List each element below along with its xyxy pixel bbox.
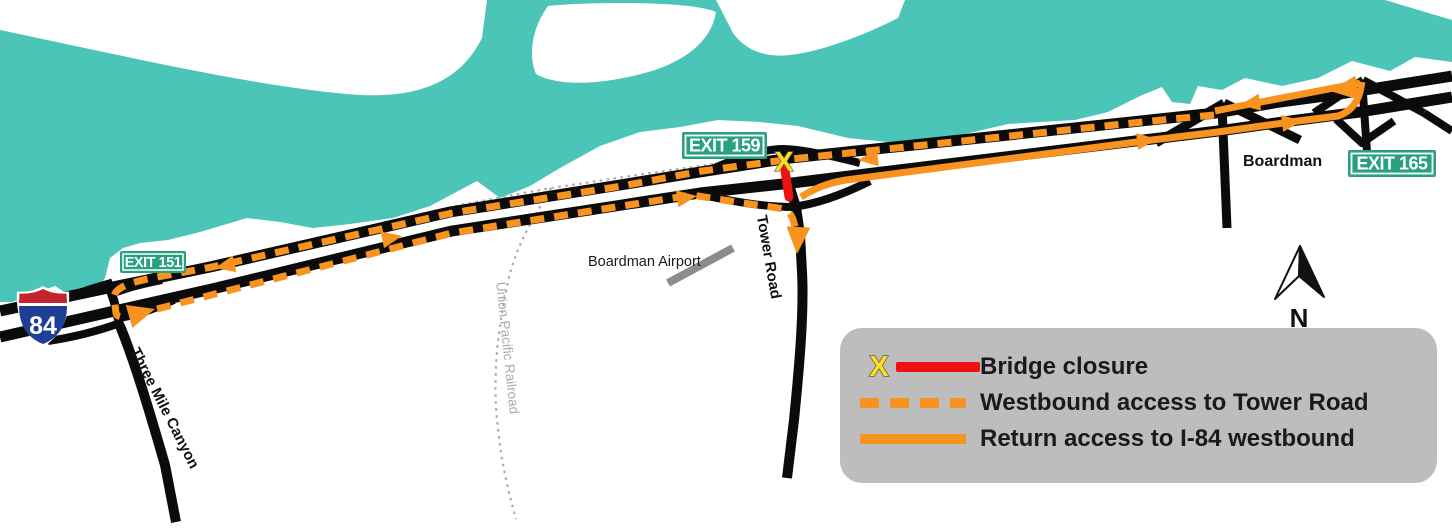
legend-label: Westbound access to Tower Road [980,388,1369,416]
westbound-access-route-dashed [110,111,1215,321]
return-route-solid-west [1214,79,1361,115]
legend-label: Return access to I-84 westbound [980,424,1355,452]
detour-routes [110,79,1366,321]
route-arrow-east [1136,133,1157,150]
railroad-label: Union Pacific Railroad [493,281,522,415]
exit-sign-165: EXIT 165 [1348,150,1436,177]
westbound-access-route-dashed-return [156,191,800,313]
legend-label: Bridge closure [980,352,1149,380]
route-arrow-uturn-165 [1330,75,1359,100]
boardman-road [1217,105,1232,229]
exit-sign-159-label: EXIT 159 [689,136,761,156]
exit-165-ramp-ne [1421,109,1452,135]
solid-route-symbol [860,433,980,444]
three-mile-canyon-road [115,324,181,523]
river-island [532,3,716,83]
tower-road [782,183,808,479]
bridge-closure-marker: X [774,145,794,202]
exit-151-ramp-nw [64,280,109,302]
river-inlet-notch [716,0,905,56]
bridge-closure-symbol: X [860,351,980,383]
tower-road-label: Tower Road [753,214,784,300]
shield-blue-field [19,306,67,344]
north-arrow-right-half [1298,245,1325,298]
dashed-route-symbol [860,397,980,408]
route-arrow-west [215,255,237,273]
north-label: N [1290,303,1309,333]
route-arrow-east [1281,115,1302,132]
legend: X Bridge closure Westbound access to Tow… [840,328,1437,483]
route-arrow-west [1240,93,1261,111]
route-arrow-east [380,231,402,249]
exit-sign-159: EXIT 159 [682,132,767,159]
airport-label: Boardman Airport [588,254,701,270]
legend-item-return-access: Return access to I-84 westbound [860,421,1427,456]
dashed-line-swatch [860,397,966,408]
exit-165-ramp-v [1333,116,1397,147]
return-route-solid-east [799,81,1366,200]
legend-item-bridge-closure: X Bridge closure [860,349,1427,384]
closure-x-icon: X [775,146,794,177]
route-arrows [125,75,1359,328]
shield-route-number: 84 [29,312,57,340]
airport-runway [666,244,735,287]
closure-x-icon: X [869,351,891,383]
river-body [0,0,1452,302]
closure-line-swatch [896,361,980,372]
route-arrow-east [676,190,697,208]
i84-shield-icon: 84 [16,286,70,347]
closure-line [780,165,794,202]
legend-item-westbound-access: Westbound access to Tower Road [860,385,1427,420]
route-arrow-west [858,149,879,167]
north-arrow-left-half [1274,245,1301,300]
union-pacific-railroad [454,155,765,520]
exit-151-ramp-sw [47,319,122,345]
shield-red-band [19,289,67,303]
railroad-south-branch [494,187,552,520]
exit-sign-165-label: EXIT 165 [1356,154,1428,174]
svg-text:X: X [869,351,889,383]
boardman-label: Boardman [1243,153,1322,170]
north-arrow-icon: N [1274,245,1325,333]
columbia-river [0,0,1452,302]
exit-sign-151-label: EXIT 151 [125,255,182,271]
exit-165-overpass-east [1361,76,1426,117]
exit-sign-151: EXIT 151 [120,251,186,273]
route-arrow-uturn-151 [125,304,155,328]
solid-line-swatch [860,433,966,444]
route-arrow-tower-road-south [786,226,811,254]
